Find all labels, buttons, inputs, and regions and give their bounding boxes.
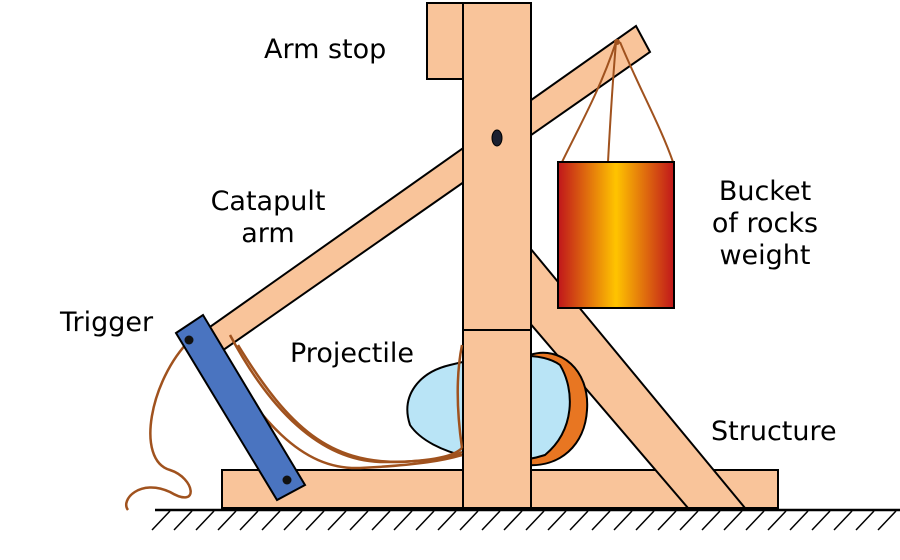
trigger-bar: [174, 313, 307, 502]
vertical-post-front: [462, 329, 532, 509]
label-bucket-line2: of rocks: [711, 208, 819, 239]
label-projectile: Projectile: [290, 338, 414, 369]
ground: [151, 508, 900, 531]
label-catapult-arm: Catapult arm: [203, 186, 333, 250]
bucket-ropes: [561, 41, 674, 163]
bucket-of-rocks: [557, 161, 675, 309]
label-bucket-line1: Bucket: [718, 176, 812, 207]
label-bucket-line3: weight: [719, 240, 811, 271]
label-catapult-arm-line2: arm: [241, 218, 295, 249]
bucket-hook: [614, 39, 620, 45]
label-bucket-of-rocks: Bucket of rocks weight: [690, 176, 840, 272]
pivot-bolt: [491, 129, 503, 147]
label-trigger: Trigger: [60, 307, 154, 338]
label-structure: Structure: [711, 416, 837, 447]
label-catapult-arm-line1: Catapult: [210, 186, 326, 217]
label-arm-stop: Arm stop: [264, 34, 387, 65]
